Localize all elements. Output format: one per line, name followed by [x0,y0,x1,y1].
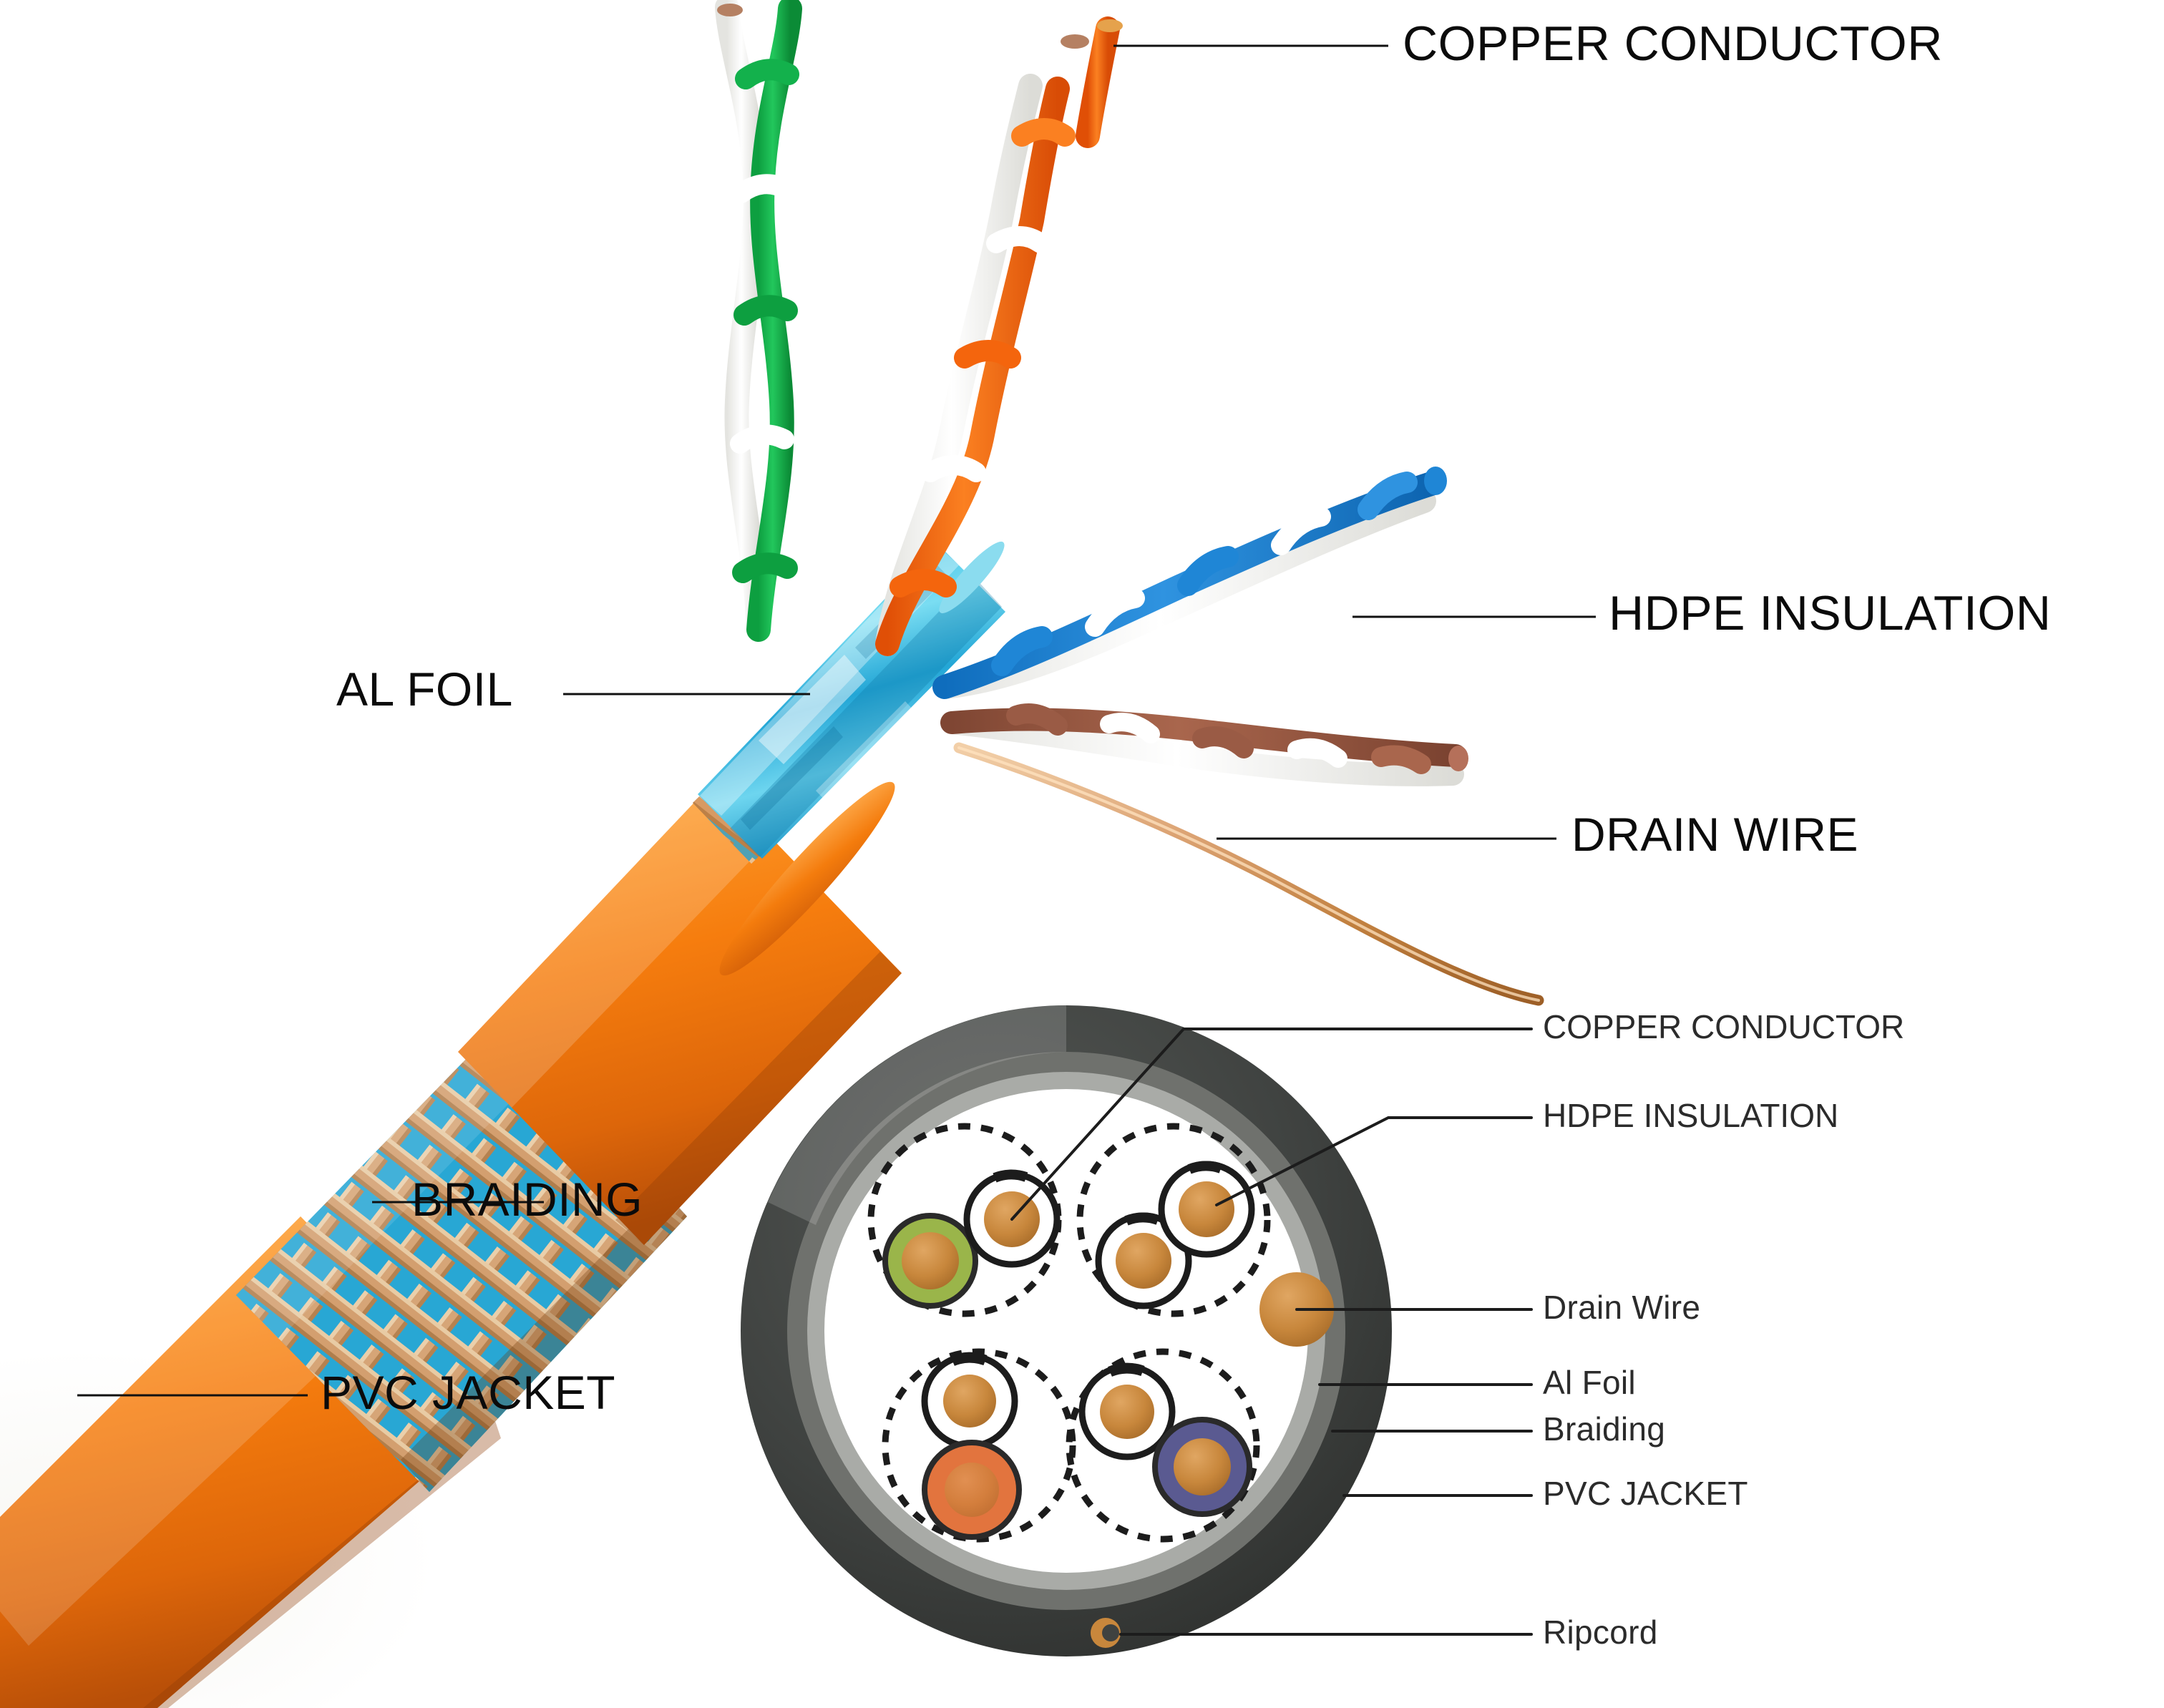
label-pvc-jacket: PVC JACKET [321,1366,616,1419]
label-copper-conductor: COPPER CONDUCTOR [1403,16,1943,71]
diagram-label-pvc-jacket: PVC JACKET [1543,1475,1748,1512]
label-braiding: BRAIDING [411,1173,643,1226]
label-drain-wire: DRAIN WIRE [1571,808,1858,861]
label-al-foil: AL FOIL [336,663,513,716]
diagram-label-braiding: Braiding [1543,1410,1666,1448]
diagram-label-hdpe-insulation: HDPE INSULATION [1543,1097,1839,1134]
diagram-label-copper-conductor: COPPER CONDUCTOR [1543,1008,1905,1045]
label-hdpe-insulation: HDPE INSULATION [1609,586,2052,640]
diagram-label-drain-wire: Drain Wire [1543,1289,1701,1326]
diagram-label-ripcord: Ripcord [1543,1614,1658,1651]
diagram-label-al-foil: Al Foil [1543,1364,1636,1401]
